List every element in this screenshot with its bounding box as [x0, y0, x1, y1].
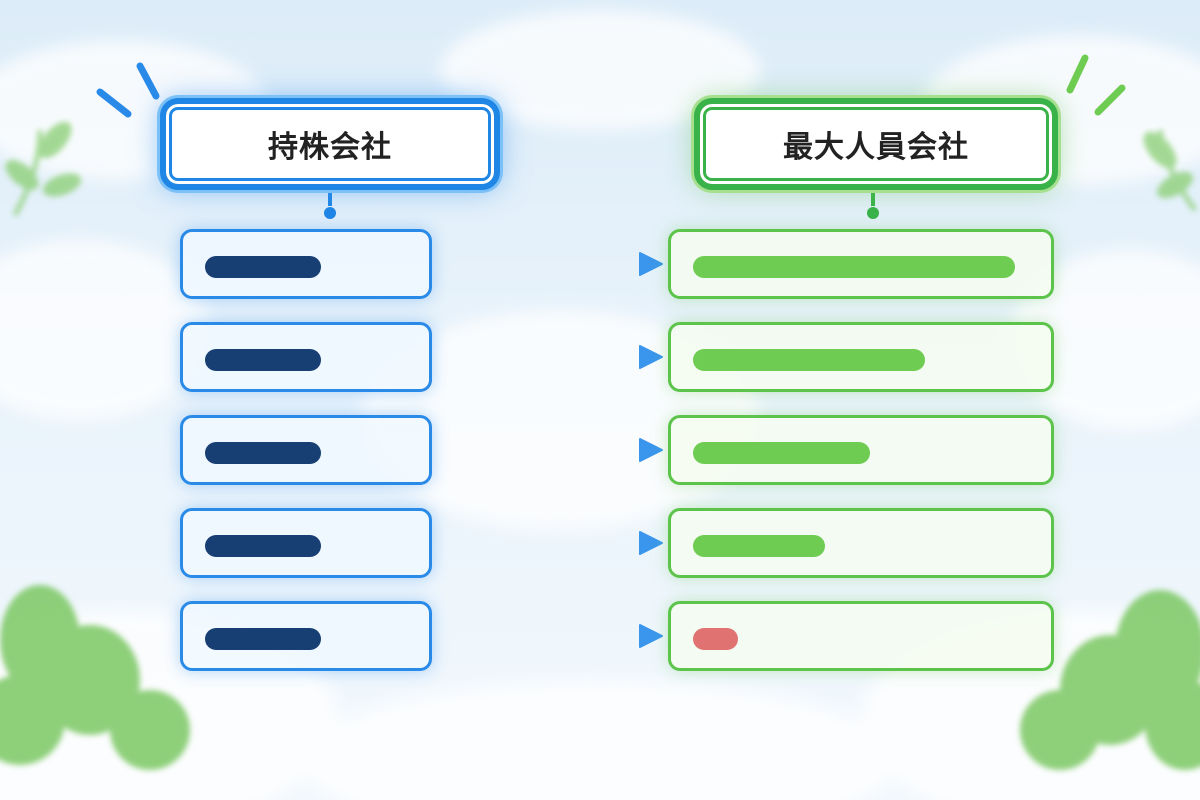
company-row-box-3 [668, 415, 1054, 485]
bush-bottom-right-icon [1020, 590, 1200, 770]
holding-row-box-5 [180, 601, 432, 671]
spark-blue-icon [96, 62, 160, 118]
largest-staff-company-header: 最大人員会社 [694, 98, 1058, 190]
left-header-pin [324, 190, 336, 219]
leaf-top-left-icon [5, 121, 82, 217]
holding-row-bar-1 [205, 256, 321, 278]
spark-green-icon [1066, 54, 1126, 116]
connector-arrow-2 [437, 345, 663, 369]
holding-row-box-1 [180, 229, 432, 299]
company-row-box-2 [668, 322, 1054, 392]
largest-staff-company-label: 最大人員会社 [783, 130, 969, 165]
holding-row-bar-4 [205, 535, 321, 557]
holding-row-box-2 [180, 322, 432, 392]
company-row-bar-2 [693, 349, 925, 371]
holding-company-label: 持株会社 [268, 130, 392, 165]
connector-arrow-4 [437, 531, 663, 555]
holding-row-bar-2 [205, 349, 321, 371]
company-row-bar-1 [693, 256, 1015, 278]
right-header-pin [867, 190, 879, 219]
leaf-top-right-icon [1143, 129, 1198, 212]
holding-row-bar-3 [205, 442, 321, 464]
holding-company-header: 持株会社 [160, 98, 500, 190]
bush-bottom-left-icon [0, 585, 190, 770]
company-row-box-4 [668, 508, 1054, 578]
company-row-bar-5 [693, 628, 738, 650]
holding-row-box-3 [180, 415, 432, 485]
company-row-box-5 [668, 601, 1054, 671]
connector-arrow-3 [437, 438, 663, 462]
holding-row-bar-5 [205, 628, 321, 650]
company-row-box-1 [668, 229, 1054, 299]
holding-row-box-4 [180, 508, 432, 578]
connector-arrow-5 [437, 624, 663, 648]
company-row-bar-4 [693, 535, 825, 557]
company-row-bar-3 [693, 442, 870, 464]
connector-arrow-1 [437, 252, 663, 276]
